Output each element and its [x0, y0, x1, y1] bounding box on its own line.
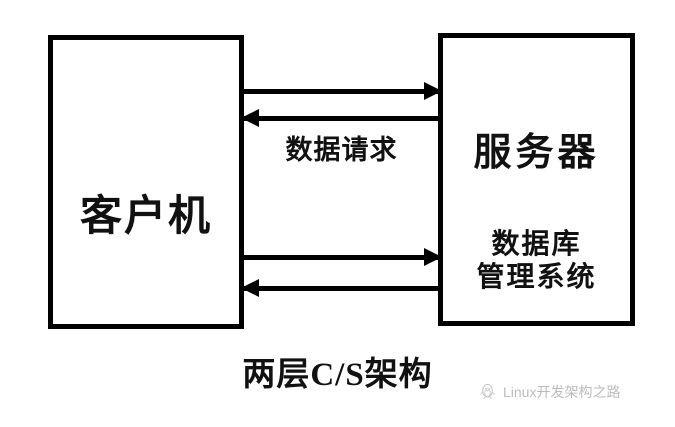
watermark-text: Linux开发架构之路 — [503, 383, 621, 400]
diagram-caption: 两层C/S架构 — [242, 357, 433, 393]
arrow-shaft — [243, 89, 440, 94]
penguin-icon — [480, 383, 495, 400]
client-node-label: 客户机 — [79, 194, 212, 240]
arrow-shaft — [243, 255, 440, 260]
server-node-box: 服务器 数据库 管理系统 — [438, 33, 635, 326]
server-sublabel-line-1: 数据库 — [491, 229, 582, 260]
arrowhead-right-icon — [424, 248, 442, 266]
server-node-label: 服务器 — [473, 132, 600, 174]
watermark: Linux开发架构之路 — [478, 382, 620, 401]
arrowhead-left-icon — [241, 109, 259, 127]
flow-label: 数据请求 — [285, 135, 398, 165]
arrowhead-left-icon — [241, 279, 259, 297]
arrowhead-right-icon — [424, 82, 442, 100]
server-sublabel-line-2: 管理系统 — [476, 262, 597, 293]
client-node-box: 客户机 — [48, 35, 244, 329]
server-node-sublabel: 数据库 管理系统 — [443, 228, 630, 294]
arrow-shaft — [243, 116, 440, 121]
arrow-shaft — [243, 286, 440, 291]
